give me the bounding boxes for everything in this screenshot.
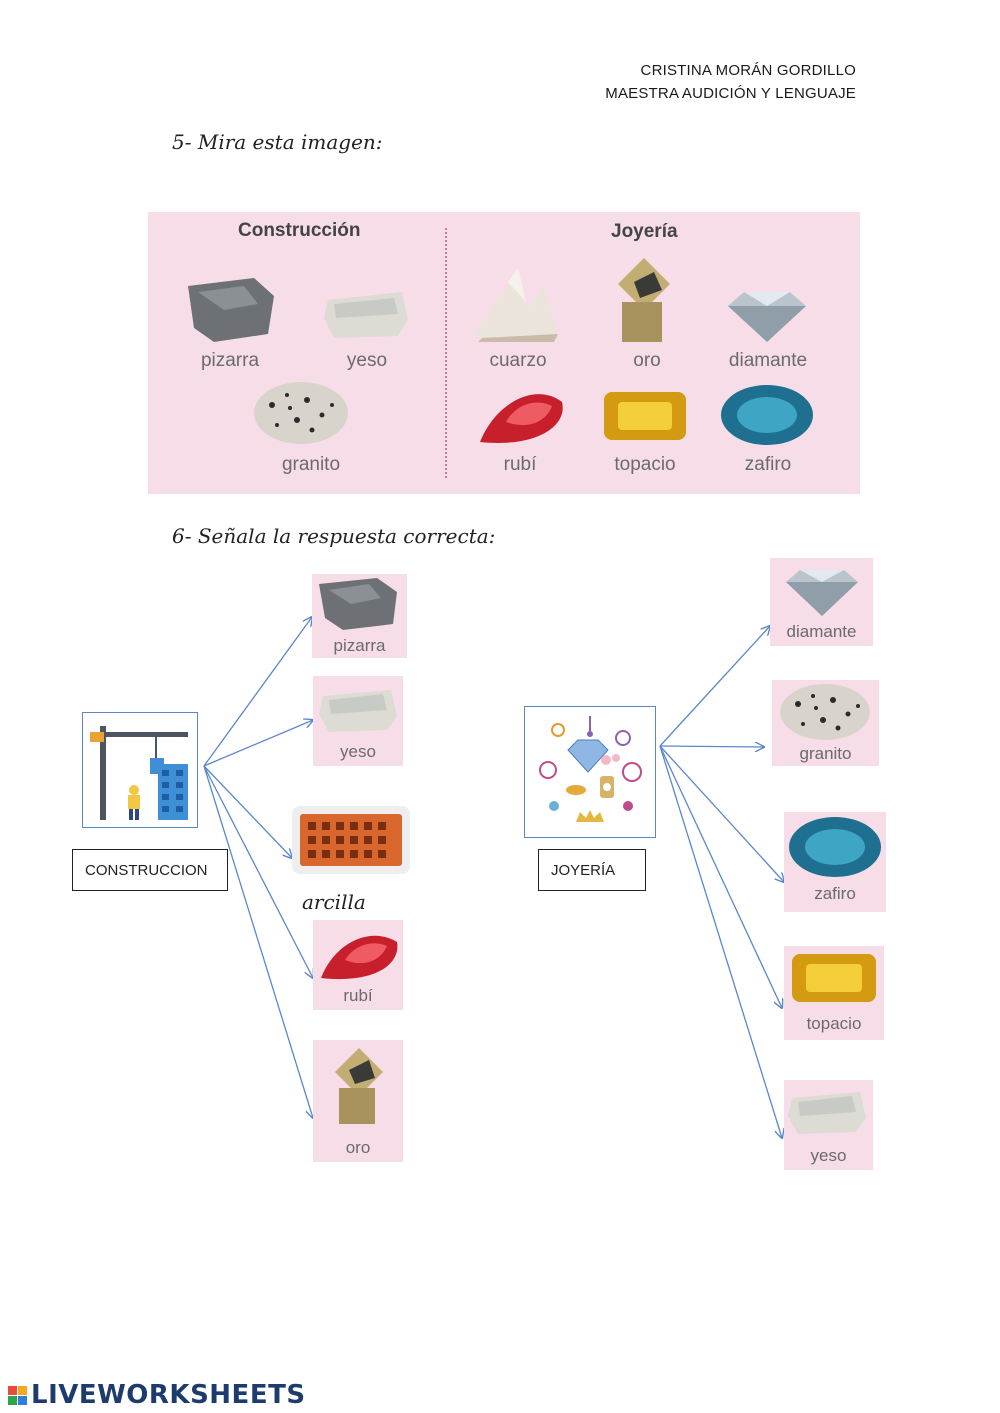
option-label-granito: granito [799,744,852,763]
arrow-to-granito[interactable] [659,746,764,747]
option-card-yeso-right[interactable]: yeso [784,1080,873,1170]
option-card-diamante[interactable]: diamante [770,558,873,646]
zafiro-image [789,817,881,877]
arrow-to-oro[interactable] [203,765,313,1118]
option-label-arcilla: arcilla [302,890,366,914]
granito-image [254,382,348,444]
panel-divider [445,228,447,478]
pizarra-image [319,578,397,630]
topacio-image [792,954,876,1002]
logo-text: LIVEWORKSHEETS [31,1380,306,1410]
label-oro: oro [633,350,661,371]
option-card-granito[interactable]: granito [772,680,879,766]
option-label-oro: oro [345,1138,371,1157]
option-label-diamante: diamante [786,622,857,641]
option-label-zafiro: zafiro [814,884,856,903]
cuarzo-image [474,268,558,342]
joyeria-box: JOYERÍA [538,849,646,891]
label-granito: granito [281,454,341,475]
option-card-zafiro[interactable]: zafiro [784,812,886,912]
arrow-to-pizarra[interactable] [203,617,312,767]
option-card-rubi[interactable]: rubí [313,920,403,1010]
label-cuarzo: cuarzo [489,350,547,371]
label-rubi: rubí [503,454,537,475]
arrow-to-zafiro[interactable] [659,745,784,882]
label-zafiro: zafiro [744,454,792,475]
arrow-to-arcilla[interactable] [203,765,292,858]
option-label-topacio: topacio [806,1014,862,1033]
label-topacio: topacio [614,454,676,475]
pizarra-image [188,278,274,342]
rubi-image [480,394,563,443]
option-card-topacio[interactable]: topacio [784,946,884,1040]
joyeria-heading: Joyería [611,221,678,242]
arrow-to-diamante[interactable] [659,626,770,747]
label-yeso: yeso [346,350,388,371]
diamante-image [728,292,806,342]
author-name: CRISTINA MORÁN GORDILLO [640,62,856,79]
option-label-yeso-right: yeso [810,1146,847,1165]
question-5-title: 5- Mira esta imagen: [172,130,383,154]
label-pizarra: pizarra [200,350,260,371]
arrow-to-topacio[interactable] [659,745,782,1008]
brick-image[interactable] [292,806,410,874]
minerals-panel [148,212,860,494]
label-diamante: diamante [728,350,808,371]
yeso-image [324,292,408,338]
yeso-image [788,1092,866,1134]
oro-image [618,258,670,342]
arrow-to-yeso-right[interactable] [659,745,782,1138]
question-6-title: 6- Señala la respuesta correcta: [172,524,496,548]
diamante-image [786,570,858,616]
arrow-to-rubi[interactable] [203,765,313,978]
granito-image [780,684,870,740]
rubi-image [321,935,398,980]
option-card-oro[interactable]: oro [313,1040,403,1162]
logo-mark-icon [8,1385,27,1405]
yeso-image [319,690,397,732]
zafiro-image [721,385,813,445]
construccion-box: CONSTRUCCION [72,849,228,891]
arrow-to-yeso[interactable] [203,720,313,767]
liveworksheets-logo[interactable]: LIVEWORKSHEETS [8,1380,306,1410]
option-label-yeso: yeso [340,742,376,761]
construction-crane-icon [90,726,188,820]
option-card-pizarra[interactable]: pizarra [312,574,407,658]
option-label-rubi: rubí [343,986,373,1005]
topacio-image [604,392,686,440]
author-role: MAESTRA AUDICIÓN Y LENGUAJE [605,85,856,102]
option-card-yeso[interactable]: yeso [313,676,403,766]
oro-image [335,1048,383,1124]
jewelry-collection-icon [539,716,642,822]
option-label-pizarra: pizarra [333,636,386,655]
construccion-heading: Construcción [238,220,361,241]
